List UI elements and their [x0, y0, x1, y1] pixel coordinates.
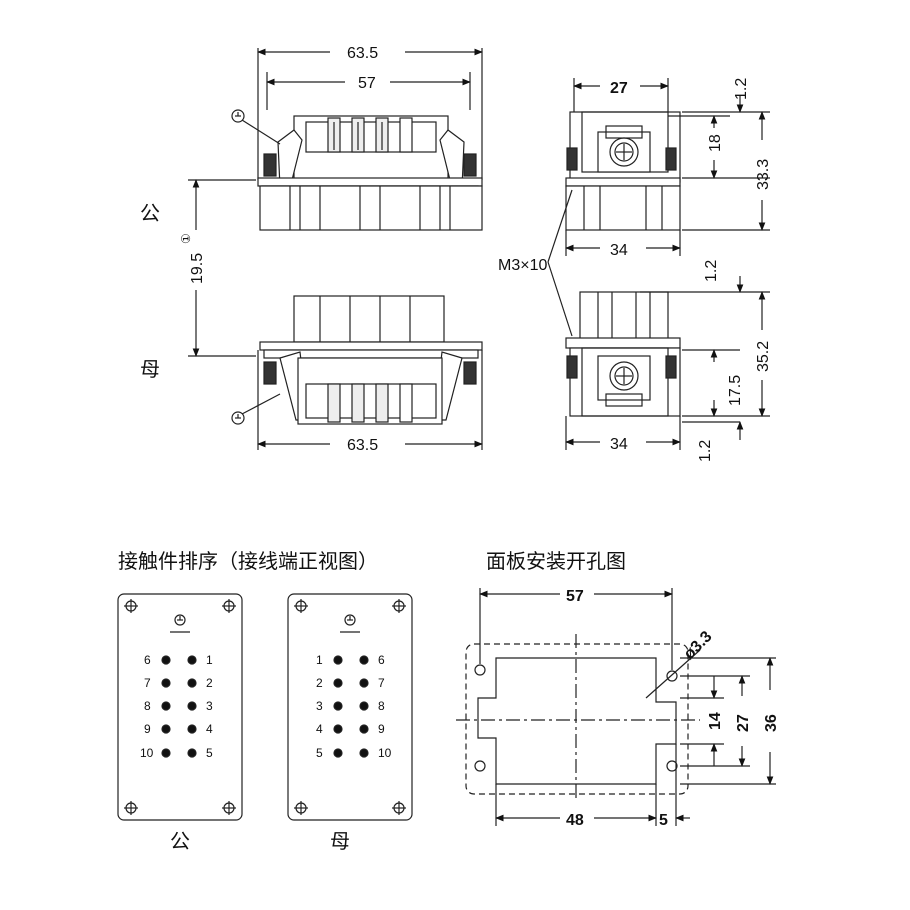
male-front-view — [231, 48, 483, 231]
male-label: 公 — [140, 201, 160, 225]
female-right-num: 10 — [378, 746, 392, 760]
dim-male-body-width: 34 — [610, 242, 628, 259]
dim-cutout-edge: 5 — [659, 812, 668, 829]
dim-mating-height: 19.5 — [189, 253, 206, 284]
panel-cutout-title: 面板安装开孔图 — [486, 549, 626, 573]
male-right-num: 1 — [206, 653, 213, 667]
female-right-num: 7 — [378, 676, 385, 690]
dim-overall-width: 63.5 — [347, 45, 378, 62]
dim-cutout-width-top: 57 — [566, 588, 584, 605]
dim-top-width: 27 — [610, 80, 628, 97]
female-right-num: 9 — [378, 722, 385, 736]
male-side-view — [547, 78, 770, 337]
male-left-num: 6 — [144, 653, 151, 667]
pin-layout-title: 接触件排序（接线端正视图） — [118, 549, 378, 573]
dim-bottom-width: 63.5 — [347, 437, 378, 454]
mating-note: ① — [179, 233, 193, 244]
female-left-num: 1 — [316, 653, 323, 667]
male-right-num: 5 — [206, 746, 213, 760]
dim-male-offset: 1.2 — [733, 78, 750, 100]
male-pin-plate — [117, 593, 243, 821]
male-right-num: 4 — [206, 722, 213, 736]
male-left-num: 9 — [144, 722, 151, 736]
female-label: 母 — [140, 357, 160, 381]
female-right-num: 6 — [378, 653, 385, 667]
dim-female-body-width: 34 — [610, 436, 628, 453]
male-plate-caption: 公 — [170, 829, 190, 853]
dim-cutout-width-bottom: 48 — [566, 812, 584, 829]
dim-mating-height-lines — [188, 179, 256, 357]
male-right-num: 3 — [206, 699, 213, 713]
dim-female-offset-top: 1.2 — [703, 260, 720, 282]
male-left-num: 8 — [144, 699, 151, 713]
male-left-num: 7 — [144, 676, 151, 690]
female-pin-plate — [287, 593, 413, 821]
dim-cutout-h-mid: 27 — [735, 714, 752, 732]
female-left-num: 5 — [316, 746, 323, 760]
female-side-view — [565, 276, 770, 450]
female-right-num: 8 — [378, 699, 385, 713]
female-plate-caption: 母 — [330, 829, 350, 853]
dim-inner-width: 57 — [358, 75, 376, 92]
female-left-num: 3 — [316, 699, 323, 713]
dim-cutout-h-outer: 36 — [763, 714, 780, 732]
dim-male-h-inner: 18 — [707, 134, 724, 152]
male-right-num: 2 — [206, 676, 213, 690]
dim-cutout-h-inner: 14 — [707, 712, 724, 730]
dim-female-h-total: 35.2 — [755, 341, 772, 372]
dim-female-h-inner: 17.5 — [727, 375, 744, 406]
female-left-num: 4 — [316, 722, 323, 736]
panel-cutout-drawing — [456, 588, 776, 826]
dim-male-h-total: 33.3 — [755, 159, 772, 190]
female-front-view — [231, 295, 483, 450]
male-left-num: 10 — [140, 746, 154, 760]
dim-female-offset-bottom: 1.2 — [697, 440, 714, 462]
screw-label: M3×10 — [498, 257, 547, 274]
female-left-num: 2 — [316, 676, 323, 690]
